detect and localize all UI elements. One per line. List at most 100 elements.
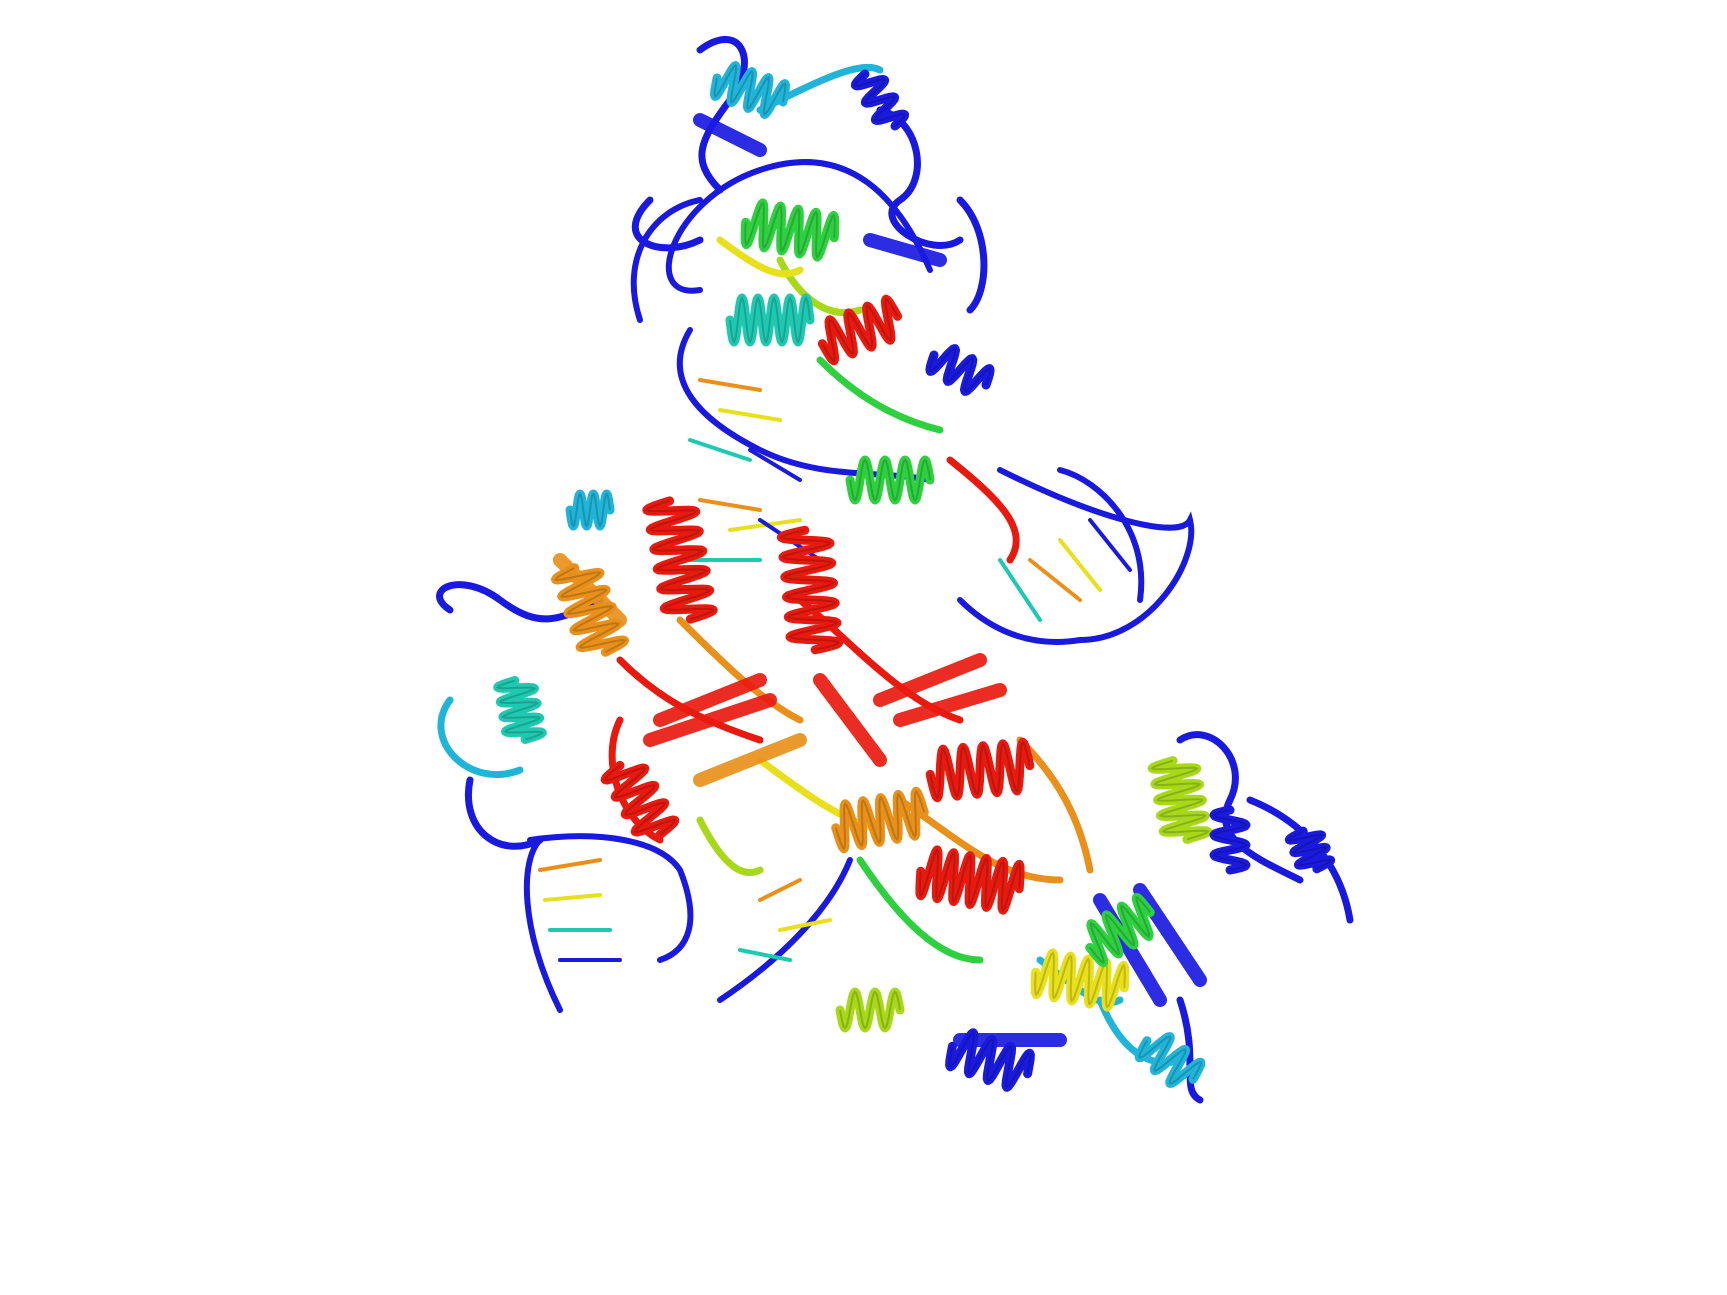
protein-alpha-helix	[817, 294, 903, 366]
dna-backbone	[1057, 467, 1145, 603]
helix-ribbon	[831, 786, 929, 854]
dna-base-rung	[748, 448, 802, 482]
protein-beta-strand	[643, 693, 777, 747]
dna-backbone	[523, 837, 563, 1013]
protein-beta-strand	[863, 233, 947, 267]
helix-ribbon-edge	[918, 847, 1022, 913]
protein-alpha-helix	[1030, 948, 1130, 1012]
protein-coil	[876, 106, 964, 249]
dna-base-rung	[1088, 518, 1132, 572]
protein-alpha-helix	[850, 69, 910, 131]
dna-backbone-layer	[523, 159, 1195, 1013]
dna-base-rung	[758, 878, 802, 902]
protein-coil	[946, 456, 1020, 564]
helix-ribbon	[710, 61, 790, 119]
helix-ribbon-edge	[645, 499, 715, 621]
dna-base-rung	[543, 893, 602, 902]
protein-alpha-helix	[776, 525, 844, 655]
helix-ribbon-edge	[1034, 951, 1126, 1009]
helix-ribbon-edge	[553, 566, 627, 654]
helix-ribbon-edge	[854, 73, 906, 127]
helix-ribbon	[1284, 826, 1336, 874]
dna-base-rung	[688, 438, 752, 462]
dna-base-rung	[718, 408, 782, 422]
protein-alpha-helix	[831, 786, 929, 854]
protein-alpha-helix	[600, 760, 680, 840]
dna-base-rung	[1028, 558, 1082, 602]
protein-coil	[631, 196, 704, 252]
protein-alpha-helix	[565, 489, 615, 531]
helix-ribbon	[642, 496, 718, 624]
helix-ribbon	[915, 845, 1025, 915]
helix-ribbon	[1030, 948, 1130, 1012]
helix-ribbon-edge	[948, 1031, 1032, 1089]
protein-alpha-helix	[1085, 892, 1155, 968]
dna-backbone	[527, 833, 694, 963]
helix-ribbon	[493, 676, 547, 744]
protein-alpha-helix	[925, 344, 995, 396]
protein-beta-strand	[693, 733, 807, 787]
protein-alpha-helix	[1147, 756, 1213, 844]
helix-ribbon	[845, 455, 935, 505]
dna-base-rung	[698, 378, 762, 392]
helix-ribbon-edge	[929, 740, 1031, 800]
helix-ribbon	[817, 294, 903, 366]
helix-ribbon-edge	[729, 296, 811, 344]
helix-ribbon	[925, 344, 995, 396]
helix-ribbon-edge	[1088, 895, 1152, 965]
helix-ribbon-edge	[779, 529, 841, 651]
protein-alpha-helix	[551, 563, 629, 657]
helix-ribbon	[1209, 805, 1251, 875]
protein-coil	[716, 236, 804, 278]
dna-base-rungs-layer	[538, 378, 1132, 962]
protein-alpha-helix	[845, 455, 935, 505]
dna-base-rung	[778, 918, 832, 932]
helix-ribbon-edge	[839, 990, 901, 1030]
helix-ribbon	[1085, 892, 1155, 968]
protein-beta-strand	[693, 113, 767, 157]
protein-alpha-helix	[642, 496, 718, 624]
protein-coil	[816, 356, 944, 434]
protein-alpha-helix	[1209, 805, 1251, 875]
protein-beta-strand	[873, 653, 987, 707]
protein-coil	[696, 816, 764, 876]
helix-ribbon	[600, 760, 680, 840]
helix-ribbon	[835, 987, 905, 1033]
protein-alpha-helix	[740, 198, 840, 262]
protein-alpha-helix	[1134, 1032, 1206, 1088]
helix-ribbon	[945, 1028, 1035, 1092]
protein-coil	[1176, 731, 1304, 884]
helix-ribbon-edge	[849, 458, 931, 502]
helix-ribbon-edge	[1138, 1035, 1202, 1085]
helix-ribbon-edge	[928, 347, 992, 393]
protein-coil	[1016, 736, 1094, 874]
helix-ribbon	[725, 293, 815, 347]
helix-ribbon-edge	[744, 201, 836, 259]
helix-ribbon-edge	[834, 789, 926, 851]
dna-backbone	[717, 857, 853, 1003]
dna-base-rung	[1058, 538, 1102, 592]
helix-ribbon	[1147, 756, 1213, 844]
helix-ribbon-edge	[1212, 809, 1248, 871]
protein-alpha-helix	[835, 987, 905, 1033]
dna-backbone	[676, 327, 933, 483]
helix-ribbon	[1134, 1032, 1206, 1088]
helix-ribbon	[565, 489, 615, 531]
helix-ribbon-edge	[713, 64, 787, 116]
helix-ribbon-edge	[495, 679, 545, 741]
helix-ribbon	[551, 563, 629, 657]
protein-alpha-helix	[945, 1028, 1035, 1092]
protein-helix-layer	[493, 61, 1336, 1092]
protein-alpha-helix	[493, 676, 547, 744]
helix-ribbon-edge	[1287, 830, 1333, 870]
dna-base-rung	[698, 498, 762, 512]
protein-alpha-helix	[925, 737, 1035, 803]
helix-ribbon	[925, 737, 1035, 803]
protein-beta-strand	[653, 673, 767, 727]
dna-base-rung	[738, 948, 792, 962]
protein-alpha-helix	[1284, 826, 1336, 874]
helix-ribbon-edge	[821, 297, 899, 363]
helix-ribbon-edge	[1150, 759, 1210, 841]
